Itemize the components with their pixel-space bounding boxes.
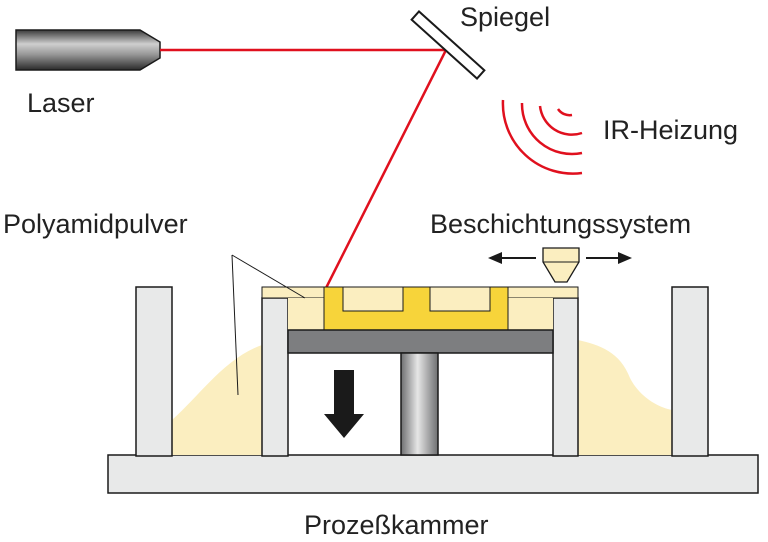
- inner-wall-right: [552, 297, 579, 457]
- build-platform: [287, 329, 554, 354]
- chamber-base: [107, 454, 759, 494]
- outer-wall-right: [671, 286, 709, 457]
- label-powder: Polyamidpulver: [3, 209, 188, 239]
- powder-heap-left: [172, 345, 262, 455]
- laser-beam: [160, 48, 449, 291]
- powder-heap-right: [578, 340, 672, 455]
- part-pocket-left: [342, 286, 404, 312]
- part-pocket-right: [429, 286, 491, 312]
- inner-wall-left: [261, 297, 289, 457]
- label-coating-system: Beschichtungssystem: [430, 209, 691, 239]
- piston: [400, 352, 439, 456]
- powder-leader-lines: [231, 254, 306, 396]
- label-mirror: Spiegel: [460, 2, 550, 32]
- label-laser: Laser: [27, 88, 95, 118]
- coater: [542, 247, 580, 283]
- laser-device: [15, 29, 161, 71]
- ir-heater: [501, 99, 583, 175]
- left-right-arrow-icon: [488, 252, 632, 264]
- outer-wall-left: [135, 286, 173, 457]
- mirror: [410, 10, 486, 80]
- label-ir-heater: IR-Heizung: [603, 115, 738, 145]
- arrow-down-icon: [324, 370, 364, 438]
- label-process-chamber: Prozeßkammer: [304, 510, 489, 540]
